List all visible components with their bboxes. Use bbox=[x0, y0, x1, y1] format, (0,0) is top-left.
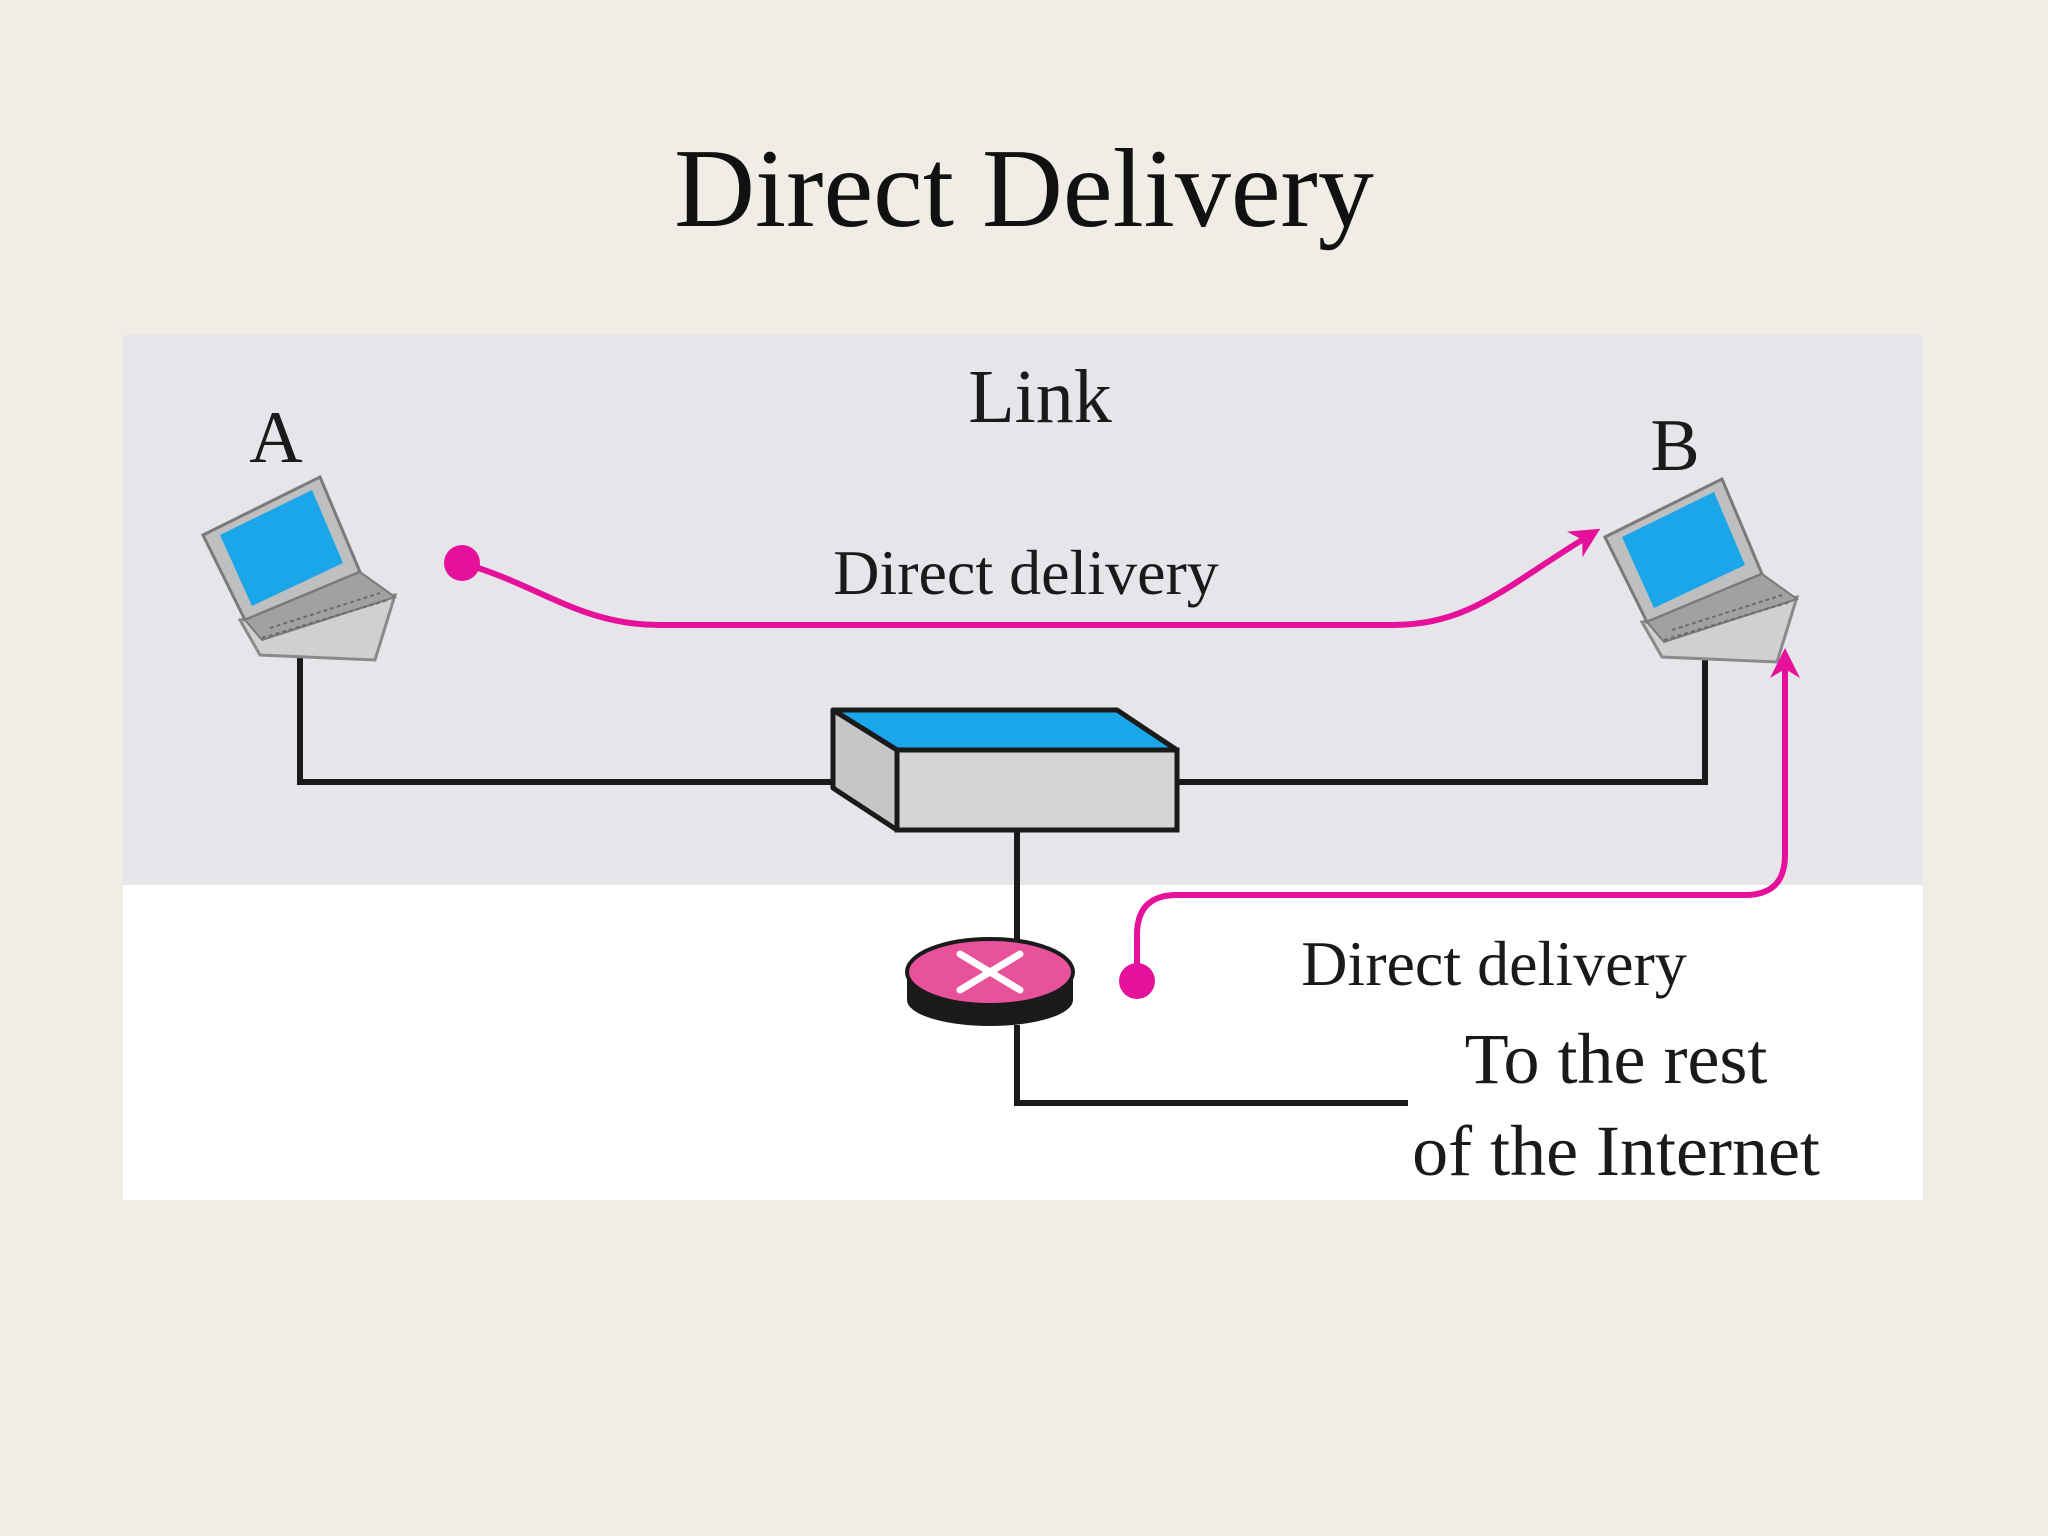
wire-host-a-to-switch bbox=[297, 655, 858, 785]
path-a-to-b-label: Direct delivery bbox=[833, 537, 1219, 608]
delivery-path-router-to-b bbox=[1134, 648, 1800, 981]
delivery-path-a-to-b bbox=[461, 528, 1601, 628]
host-b-label: B bbox=[1650, 405, 1699, 487]
switch-front bbox=[894, 747, 1180, 833]
host-a-label: A bbox=[249, 397, 302, 479]
router-cross-icon-stroke bbox=[956, 950, 1024, 994]
link-label: Link bbox=[968, 355, 1112, 439]
router bbox=[905, 937, 1075, 1026]
slide-title: Direct Delivery bbox=[674, 127, 1374, 251]
switch bbox=[830, 707, 1180, 833]
wire-router-to-internet bbox=[1014, 1025, 1408, 1106]
wire-host-b-to-switch bbox=[1177, 658, 1708, 785]
internet-label-line1: To the rest bbox=[1465, 1019, 1768, 1099]
laptop-b-icon bbox=[1602, 476, 1800, 664]
path-router-to-b-label: Direct delivery bbox=[1301, 928, 1687, 999]
laptop-a-icon bbox=[200, 474, 398, 662]
internet-label-line2: of the Internet bbox=[1412, 1111, 1820, 1191]
